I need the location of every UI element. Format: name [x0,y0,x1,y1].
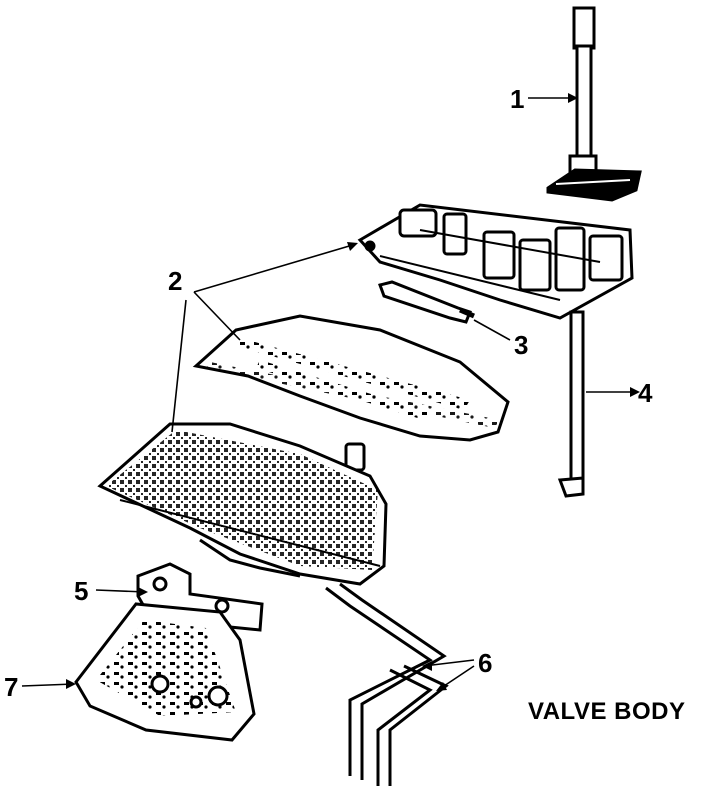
callout-6: 6 [478,648,493,678]
callout-5: 5 [74,576,89,606]
part-3-link [378,280,475,324]
callout-7: 7 [4,672,19,702]
leader-lines [21,97,632,691]
lower-valve-body [97,422,388,586]
leader-arrowheads [66,93,640,691]
leader-6a [423,659,475,667]
part-2-spacer-plate [192,314,510,442]
part-4-rod [557,310,585,498]
upper-valve-body [357,203,634,320]
leader-3 [473,319,511,341]
part-7-filter-plate [74,602,256,742]
callout-2: 2 [168,266,183,296]
callout-4: 4 [638,378,653,408]
diagram-title: VALVE BODY [528,698,686,725]
part-1-detent-lever [546,6,642,202]
leader-7 [21,683,75,687]
callout-1: 1 [510,84,525,114]
leader-2b [193,291,241,341]
callout-3: 3 [514,330,529,360]
leader-2a [193,243,357,293]
part-6-tubes [325,582,449,786]
leader-5 [95,589,147,593]
leader-2c [171,299,187,433]
